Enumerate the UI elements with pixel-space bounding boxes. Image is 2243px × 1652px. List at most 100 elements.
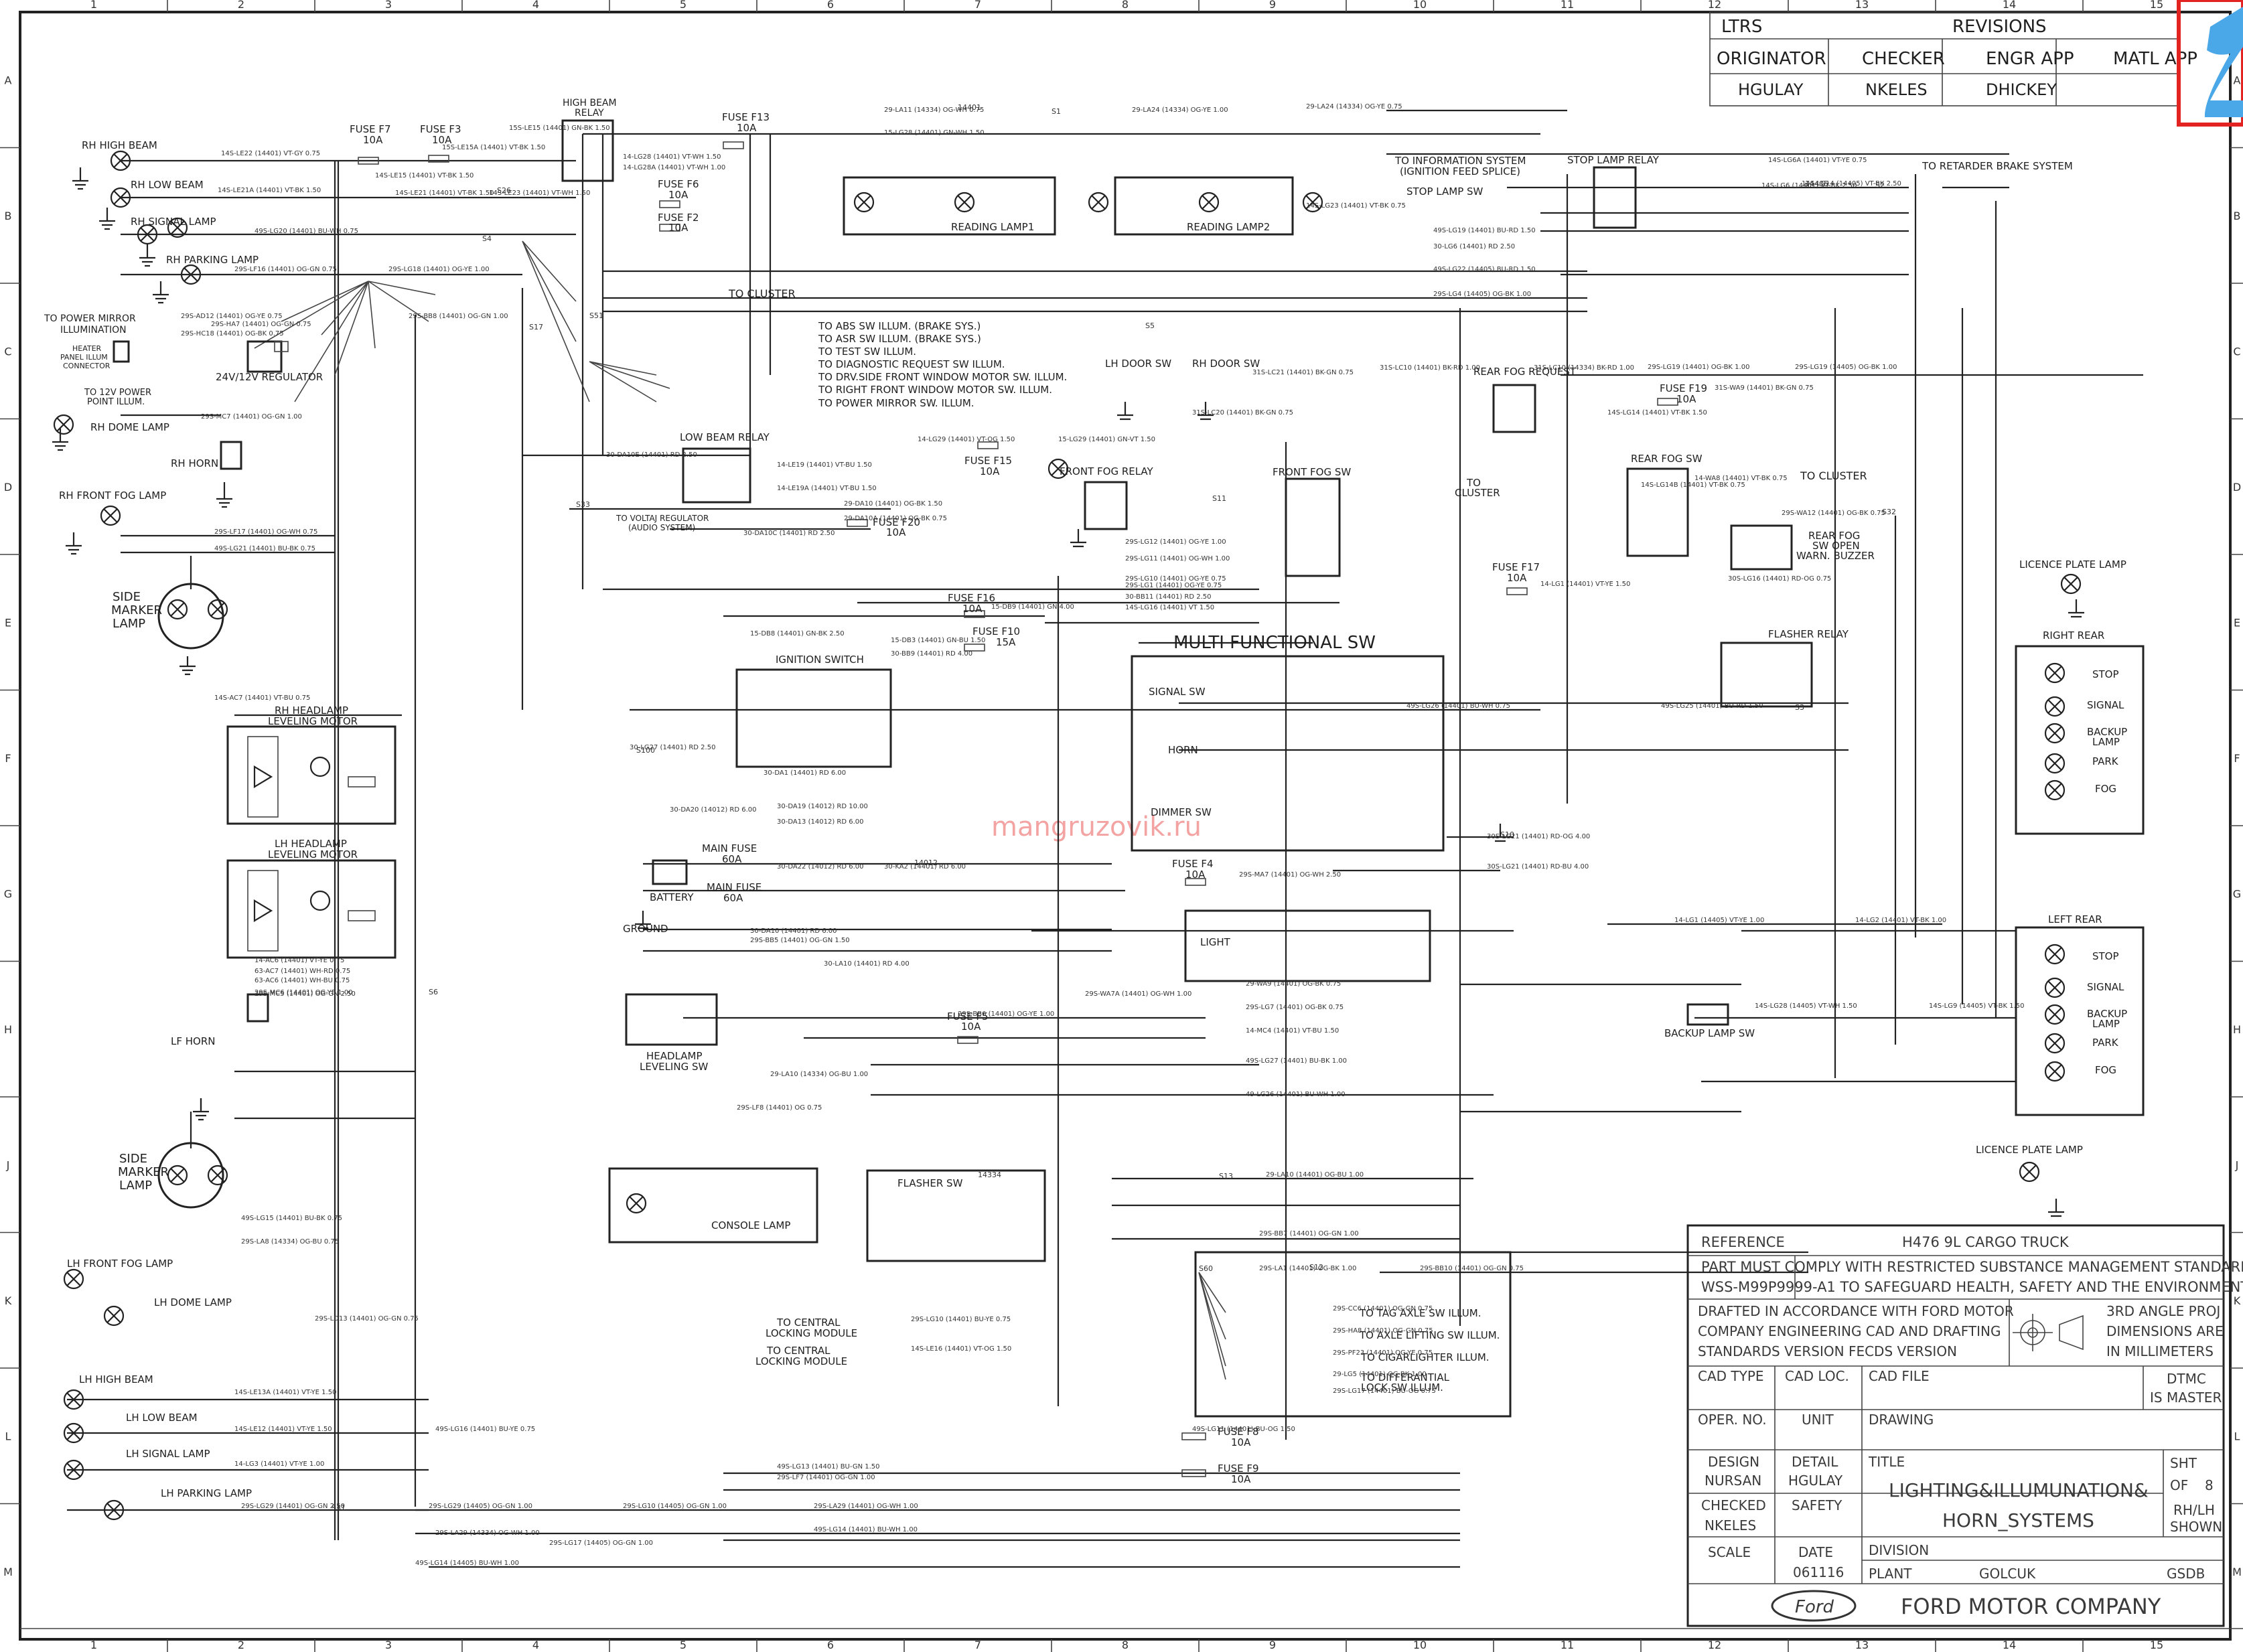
row-label: M bbox=[3, 1566, 13, 1578]
fuse-f2-amps: 10A bbox=[668, 222, 689, 234]
wire-code: 14-MC4 (14401) VT-BU 1.50 bbox=[1246, 1027, 1339, 1035]
wire-code: 15-LG28 (14401) GN-WH 1.50 bbox=[884, 129, 985, 137]
splice-label: S17 bbox=[529, 323, 543, 331]
wire-code: 30-LG6 (14401) RD 2.50 bbox=[1433, 243, 1515, 250]
component-boxes bbox=[113, 119, 2145, 1477]
column-label: 3 bbox=[385, 1639, 392, 1651]
fuse-f15-amps: 10A bbox=[980, 465, 1000, 477]
plant-label: PLANT bbox=[1869, 1566, 1912, 1582]
wire-code: 14-LG28A (14401) VT-WH 1.00 bbox=[623, 164, 725, 171]
ground-label: GROUND bbox=[623, 923, 668, 935]
rh-high-beam-label: RH HIGH BEAM bbox=[82, 139, 157, 151]
to-12v-label: TO 12V POWER bbox=[84, 388, 151, 398]
ignition-switch-label: IGNITION SWITCH bbox=[776, 654, 864, 666]
column-label: 12 bbox=[1708, 0, 1721, 11]
splice-label: S4 bbox=[482, 234, 492, 243]
backup-lamp-sw-label: BACKUP LAMP SW bbox=[1664, 1027, 1755, 1039]
splice-label: 14334 bbox=[978, 1171, 1001, 1179]
wire-code: 49S-LG16 (14401) BU-YE 0.75 bbox=[435, 1426, 535, 1433]
column-label: 5 bbox=[680, 0, 686, 11]
wire-code: 30-BB11 (14401) RD 2.50 bbox=[1125, 593, 1212, 601]
wire-code: 14S-LE22 (14401) VT-GY 0.75 bbox=[221, 150, 320, 157]
licence-plate-lamp2-label: LICENCE PLATE LAMP bbox=[1976, 1144, 2083, 1156]
wire-code: 30S-LG21 (14401) RD-BU 4.00 bbox=[1487, 863, 1589, 871]
drawing-label: DRAWING bbox=[1869, 1412, 1934, 1428]
row-label: J bbox=[6, 1158, 10, 1171]
console-lamp-label: CONSOLE LAMP bbox=[711, 1219, 790, 1231]
row-label: E bbox=[5, 616, 11, 629]
wire-code: 29S-LG29 (14405) OG-GN 1.00 bbox=[429, 1503, 532, 1510]
wire-code: 29S-BB8 (14401) OG-GN 1.00 bbox=[409, 313, 508, 320]
column-label: 2 bbox=[238, 0, 244, 11]
column-label: 1 bbox=[90, 0, 97, 11]
rh-horn-box bbox=[220, 441, 242, 470]
side-marker-lh-label-1: SIDE bbox=[119, 1152, 147, 1166]
wire-code: 14-AC6 (14401) VT-YE 0.75 bbox=[255, 957, 344, 964]
rear-fog-sw-label: REAR FOG SW bbox=[1631, 453, 1703, 465]
lamp-icon bbox=[103, 1499, 125, 1521]
wire-code: 30-DA1 (14401) RD 6.00 bbox=[764, 769, 846, 777]
low-beam-relay-label: LOW BEAM RELAY bbox=[680, 431, 770, 443]
fuse-f20-label: FUSE F20 bbox=[873, 516, 920, 528]
wire-code: 31S-LC20 (14401) BK-GN 0.75 bbox=[1192, 409, 1293, 417]
wire-code: 49S-LG21 (14401) BU-BK 0.75 bbox=[214, 545, 315, 552]
fuse-f8-amps: 10A bbox=[1231, 1436, 1251, 1448]
lamp-icon bbox=[110, 187, 131, 208]
wire-code: 14S-LE23 (14401) VT-WH 1.50 bbox=[489, 190, 590, 197]
oper-no-label: OPER. NO. bbox=[1698, 1412, 1767, 1428]
to-info-label: TO INFORMATION SYSTEM bbox=[1394, 155, 1526, 167]
lh-parking-lamp-label: LH PARKING LAMP bbox=[161, 1487, 252, 1499]
lamp-icon bbox=[2044, 977, 2066, 998]
wire-code: 14-LG1 (14401) VT-YE 1.50 bbox=[1540, 581, 1630, 588]
wire-code: 14S-LG14B (14401) VT-BK 0.75 bbox=[1641, 481, 1745, 489]
lamp-icon bbox=[2044, 1033, 2066, 1054]
row-label: G bbox=[2233, 887, 2241, 900]
is-master-label: IS MASTER bbox=[2150, 1390, 2222, 1406]
illum-group-box bbox=[1194, 1251, 1512, 1418]
lh-headlamp-label: LH HEADLAMP bbox=[275, 838, 347, 850]
lamp-icon bbox=[103, 1305, 125, 1327]
rh-front-fog-label: RH FRONT FOG LAMP bbox=[59, 490, 166, 502]
lamp-icon bbox=[1302, 192, 1323, 213]
column-label: 13 bbox=[1855, 0, 1869, 11]
splice-label: S51 bbox=[589, 311, 603, 320]
sheet-label: SHT bbox=[2170, 1455, 2197, 1471]
to-central-1b: LOCKING MODULE bbox=[766, 1327, 857, 1339]
wire-code: 31S-WA9 (14401) BK-GN 0.75 bbox=[1715, 384, 1814, 392]
wire-code: 14S-LG9 (14405) VT-BK 1.50 bbox=[1929, 1002, 2024, 1010]
drawing-title-line-1: LIGHTING&ILLUMUNATION& bbox=[1889, 1479, 2149, 1501]
wire-code: 14S-LE21 (14401) VT-BK 1.50 bbox=[395, 190, 494, 197]
column-label: 10 bbox=[1413, 0, 1427, 11]
column-label: 15 bbox=[2150, 1639, 2163, 1651]
lamp-icon bbox=[180, 264, 202, 285]
wire-code: 14S-LG14 (14401) VT-BK 1.50 bbox=[1607, 409, 1707, 417]
lamp-icon bbox=[53, 414, 74, 435]
splice-label: S32 bbox=[1882, 508, 1896, 516]
splice-label: S12 bbox=[1309, 1263, 1323, 1272]
splice-label: 14405 bbox=[1805, 179, 1828, 188]
wire-code: 29S-LA29 (14401) OG-WH 1.00 bbox=[814, 1503, 918, 1510]
left-rear-signal: SIGNAL bbox=[2087, 981, 2124, 993]
drafted-line-1: DRAFTED IN ACCORDANCE WITH FORD MOTOR bbox=[1698, 1303, 2014, 1319]
splice-label: S11 bbox=[1212, 494, 1226, 503]
rear-fog-request-box bbox=[1492, 384, 1536, 433]
row-label: A bbox=[2234, 74, 2241, 86]
row-label: L bbox=[2234, 1430, 2240, 1442]
reading-lamp2-label: READING LAMP2 bbox=[1187, 221, 1270, 233]
column-label: 2 bbox=[238, 1639, 244, 1651]
corner-logo-icon bbox=[2204, 7, 2243, 117]
right-rear-backup: BACKUP bbox=[2087, 726, 2127, 738]
projection-line-3: IN MILLIMETERS bbox=[2106, 1343, 2214, 1359]
lamp-icon bbox=[2044, 696, 2066, 717]
column-label: 13 bbox=[1855, 1639, 1869, 1651]
left-rear-backup-2: LAMP bbox=[2092, 1018, 2120, 1030]
lamp-symbols bbox=[53, 150, 2082, 1521]
splice-label: S60 bbox=[1199, 1264, 1213, 1273]
cigarlighter-label: TO CIGARLIGHTER ILLUM. bbox=[1360, 1351, 1490, 1363]
high-beam-relay-label: HIGH BEAM bbox=[563, 98, 617, 108]
lf-horn-box bbox=[246, 993, 269, 1023]
stop-lamp-sw-label: STOP LAMP SW bbox=[1406, 185, 1484, 198]
